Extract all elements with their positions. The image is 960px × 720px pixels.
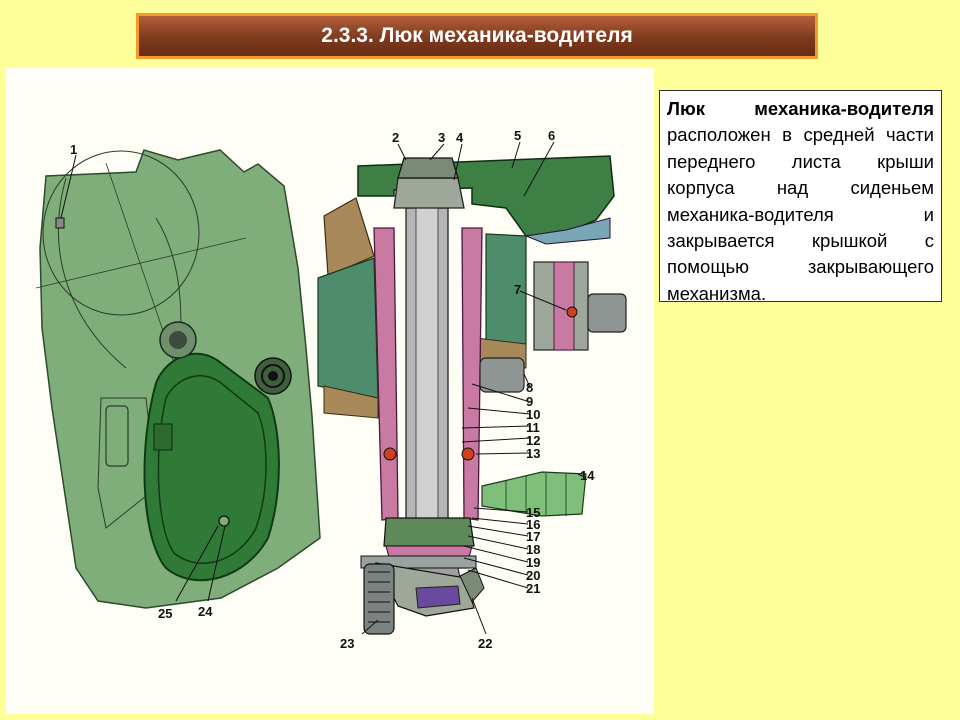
callout-14: 14 [580,468,595,483]
description-bold: Люк механика-водителя [667,98,934,119]
description-box: Люк механика-водителя расположен в средн… [659,90,942,304]
callout-8: 8 [526,380,533,395]
callout-24: 24 [198,604,213,619]
callout-13: 13 [526,446,540,461]
callout-7: 7 [514,282,521,297]
callout-10: 10 [526,407,540,422]
callout-12: 12 [526,433,540,448]
left-armor-block [323,197,375,277]
callout-23: 23 [340,636,354,651]
callout-25: 25 [158,606,172,621]
latch-1 [55,217,65,229]
callout-19: 19 [526,555,540,570]
left-seal-block [317,257,379,399]
callout-9: 9 [526,394,533,409]
callout-1: 1 [70,142,77,157]
callout-3: 3 [438,130,445,145]
roof-slot [105,405,129,467]
top-cap [397,157,459,179]
callout-20: 20 [526,568,540,583]
callout-21: 21 [526,581,540,596]
callout-18: 18 [526,542,540,557]
knob-8 [479,357,525,393]
callout-5: 5 [514,128,521,143]
callout-4: 4 [456,130,464,145]
cover-swing-outline [42,150,200,316]
title-bar: 2.3.3. Люк механика-водителя [136,13,818,59]
handle-14 [481,471,587,517]
callout-16: 16 [526,517,540,532]
callout-6: 6 [548,128,555,143]
shaft-housing [373,227,399,521]
callout-22: 22 [478,636,492,651]
callout-15: 15 [526,505,540,520]
callout-2: 2 [392,130,399,145]
hatch-drawing: 1 2 3 4 5 6 7 8 9 10 11 12 13 14 15 16 1… [6,68,654,714]
hatch-diagram: 1 2 3 4 5 6 7 8 9 10 11 12 13 14 15 16 1… [35,128,627,651]
hatch-cover [143,352,280,582]
description-text: расположен в средней части переднего лис… [667,124,934,304]
page-title: 2.3.3. Люк механика-водителя [321,24,633,47]
callout-11: 11 [526,420,540,435]
hand-wheel-23 [363,563,395,635]
callout-17: 17 [526,529,540,544]
